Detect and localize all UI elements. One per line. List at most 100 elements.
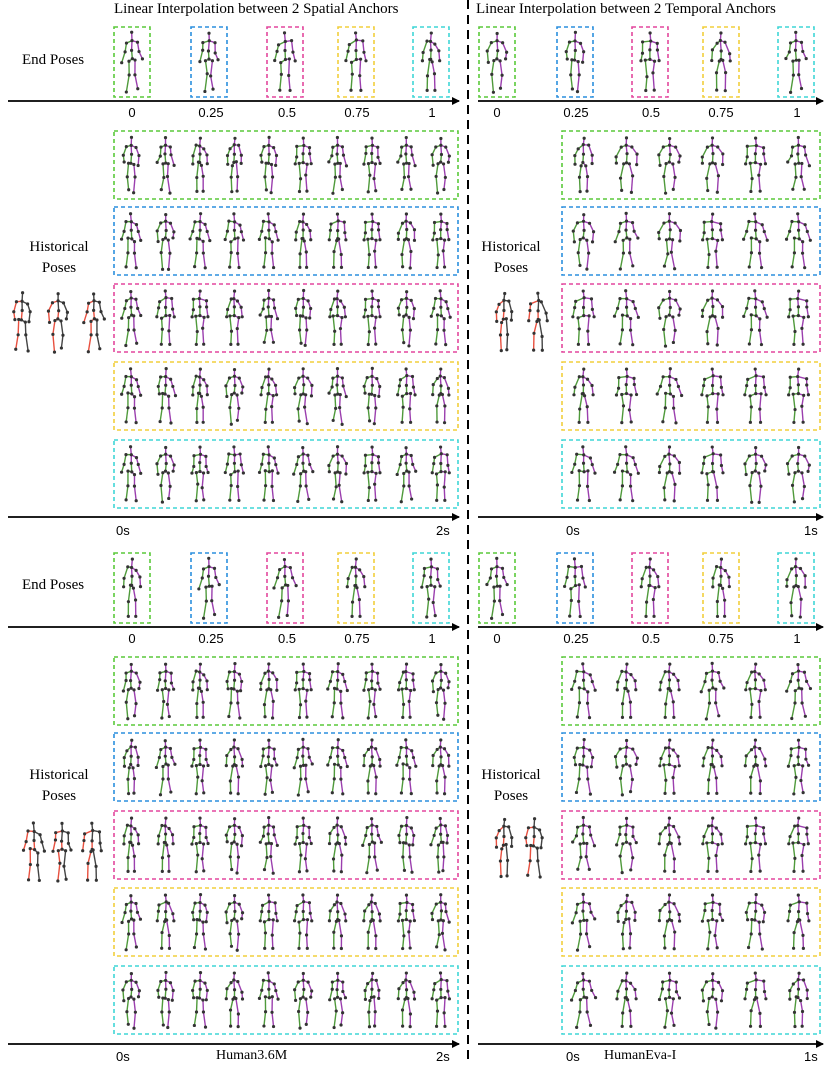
joint	[194, 870, 198, 874]
joint	[436, 855, 440, 859]
joint	[581, 160, 585, 165]
joint	[128, 679, 133, 683]
joint	[134, 456, 139, 460]
joint	[806, 469, 810, 473]
joint	[442, 717, 446, 721]
end-pose-box-anchor-0	[113, 552, 151, 624]
sequence-skeleton	[326, 662, 349, 720]
joint	[173, 762, 177, 766]
joint	[657, 306, 661, 310]
joint	[363, 997, 368, 1001]
limb	[305, 485, 310, 500]
sequence-skeleton	[700, 136, 725, 194]
joint	[437, 49, 441, 53]
joint	[338, 326, 343, 331]
joint	[272, 747, 276, 751]
limb	[167, 1011, 170, 1028]
joint	[363, 464, 367, 468]
joint	[796, 585, 800, 589]
joint	[304, 173, 308, 177]
joint	[155, 160, 159, 164]
joint	[405, 900, 409, 905]
joint	[172, 315, 176, 319]
joint	[134, 702, 138, 706]
end-pose-box-anchor-075	[702, 552, 740, 624]
joint	[261, 834, 266, 838]
joint	[629, 317, 633, 321]
limb	[289, 567, 294, 578]
joint	[191, 910, 195, 915]
joint	[304, 250, 308, 254]
joint	[345, 764, 349, 769]
limb	[226, 453, 230, 465]
joint	[164, 296, 168, 300]
joint	[439, 755, 443, 759]
sequence-skeleton	[257, 445, 280, 503]
joint	[214, 575, 218, 580]
joint	[132, 314, 136, 318]
joint	[702, 383, 706, 388]
joint	[328, 755, 333, 760]
joint	[200, 857, 204, 861]
joint	[232, 823, 237, 827]
joint	[304, 997, 308, 1001]
joint	[802, 393, 806, 397]
joint	[627, 162, 631, 166]
joint	[721, 152, 725, 156]
joint	[432, 833, 436, 838]
limb	[706, 178, 709, 191]
limb	[273, 307, 279, 319]
joint	[705, 330, 709, 334]
limb	[590, 298, 594, 310]
joint	[201, 174, 205, 178]
joint	[406, 175, 411, 179]
joint	[129, 565, 134, 570]
joint	[306, 747, 310, 751]
joint	[124, 980, 128, 984]
joint	[431, 383, 435, 387]
joint	[366, 265, 370, 270]
joint	[296, 499, 300, 504]
joint	[408, 420, 413, 424]
joint	[624, 211, 628, 215]
joint	[275, 49, 279, 53]
limb	[443, 377, 450, 389]
sequence-skeleton	[155, 136, 176, 195]
joint	[634, 688, 638, 692]
joint	[626, 689, 630, 693]
joint	[295, 825, 299, 829]
joint	[430, 997, 434, 1001]
joint	[618, 296, 622, 301]
sequence-skeleton	[120, 290, 143, 348]
joint	[719, 463, 724, 468]
joint	[128, 445, 133, 449]
joint	[334, 919, 338, 923]
limb	[305, 164, 308, 176]
joint	[362, 753, 366, 758]
limb	[790, 602, 793, 616]
limb	[123, 221, 127, 232]
limb	[338, 394, 341, 408]
joint	[166, 267, 171, 271]
joint	[260, 462, 264, 466]
limb	[297, 408, 300, 422]
joint	[677, 313, 681, 317]
joint	[370, 305, 374, 309]
joint	[122, 764, 127, 768]
sequence-skeleton	[395, 446, 418, 504]
joint	[422, 574, 426, 578]
joint	[171, 988, 175, 993]
joint	[340, 376, 344, 380]
end-pose-box-anchor-075	[337, 552, 375, 624]
joint	[806, 315, 810, 319]
joint	[134, 145, 138, 150]
joint	[167, 854, 171, 858]
limb	[431, 680, 435, 692]
joint	[301, 971, 305, 976]
joint	[201, 764, 206, 768]
joint	[590, 679, 594, 684]
joint	[404, 452, 408, 456]
joint	[355, 586, 359, 590]
joint	[364, 671, 368, 675]
limb	[671, 472, 676, 485]
